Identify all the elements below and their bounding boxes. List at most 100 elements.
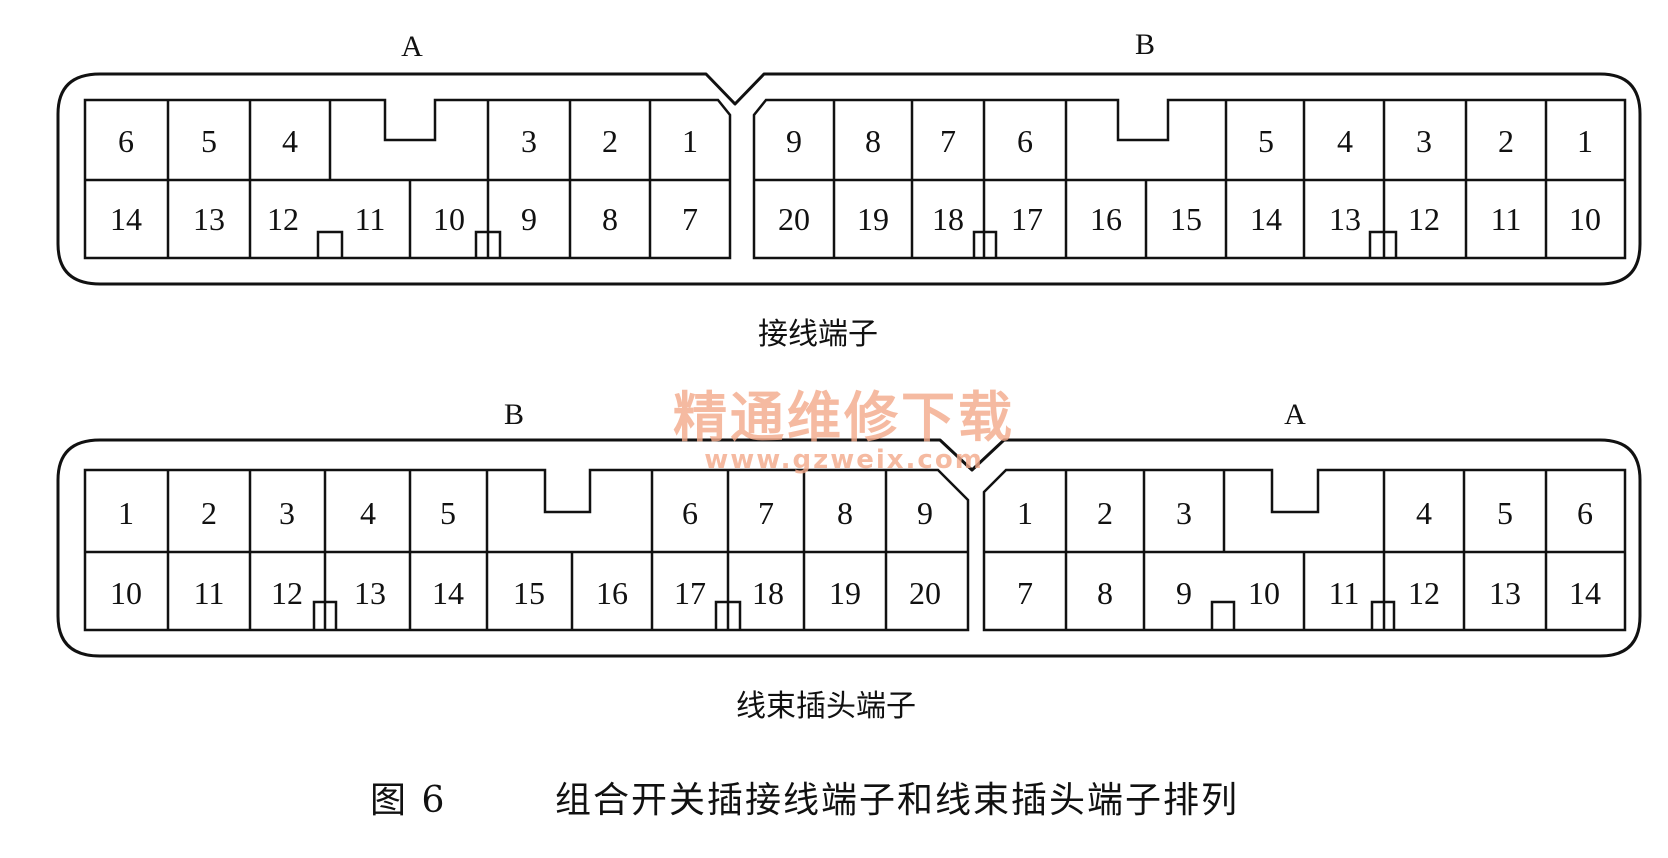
pin-number: 9 [786,123,802,159]
bottom-b-key-notch-1 [312,600,338,630]
top-a-key-notch-1 [316,230,344,258]
watermark-url: www.gzweix.com [704,445,984,475]
pin-number: 11 [194,575,225,611]
top-right-label: B [1135,28,1155,61]
pin-number: 1 [682,123,698,159]
pin-number: 17 [1011,201,1043,237]
top-b-key-notch-1 [972,230,998,258]
pin-number: 8 [865,123,881,159]
top-b-key-notch-2 [1368,230,1398,258]
pin-number: 19 [857,201,889,237]
pin-number: 19 [829,575,861,611]
pin-number: 3 [1416,123,1432,159]
pin-number: 6 [118,123,134,159]
pin-number: 10 [1248,575,1280,611]
figure-title: 组合开关插接线端子和线束插头端子排列 [555,780,1239,821]
pin-number: 7 [1017,575,1033,611]
pin-number: 7 [682,201,698,237]
pin-number: 11 [1329,575,1360,611]
bottom-connector-caption: 线束插头端子 [736,689,916,724]
pin-number: 13 [193,201,225,237]
bottom-a-gridlines [984,470,1625,630]
pin-number: 3 [279,495,295,531]
bottom-a-key-notch-2 [1370,600,1396,630]
pin-number: 14 [1250,201,1282,237]
pin-number: 5 [1497,495,1513,531]
bottom-left-label: B [504,398,524,431]
pin-number: 6 [682,495,698,531]
watermark-text: 精通维修下载 [673,386,1015,449]
pin-number: 20 [909,575,941,611]
pin-number: 7 [758,495,774,531]
pin-number: 11 [355,201,386,237]
top-a-key-notch-2 [474,230,502,258]
pin-number: 4 [282,123,298,159]
pin-number: 10 [1569,201,1601,237]
pin-number: 16 [1090,201,1122,237]
pin-number: 14 [1569,575,1601,611]
pin-number: 14 [432,575,464,611]
pin-number: 16 [596,575,628,611]
pin-number: 2 [602,123,618,159]
pin-number: 8 [837,495,853,531]
bottom-b-outline [83,468,970,632]
pin-number: 18 [932,201,964,237]
pin-number: 20 [778,201,810,237]
pin-number: 8 [602,201,618,237]
pin-number: 12 [1408,201,1440,237]
pin-number: 4 [1416,495,1432,531]
pin-number: 9 [917,495,933,531]
pin-number: 18 [752,575,784,611]
top-b-outline [752,98,1627,260]
pin-number: 9 [1176,575,1192,611]
bottom-connector-housing [56,438,1642,658]
pin-number: 3 [1176,495,1192,531]
top-connector-caption: 接线端子 [758,317,878,352]
pin-number: 2 [1498,123,1514,159]
pin-number: 2 [201,495,217,531]
pin-number: 12 [267,201,299,237]
top-a-outline [83,98,732,260]
pin-number: 10 [110,575,142,611]
bottom-b-gridlines [85,470,968,630]
top-connector-housing [56,72,1642,286]
pin-number: 1 [1577,123,1593,159]
pin-number: 13 [1329,201,1361,237]
pin-number: 9 [521,201,537,237]
pin-number: 11 [1491,201,1522,237]
pin-number: 5 [440,495,456,531]
pin-number: 12 [1408,575,1440,611]
pin-number: 5 [201,123,217,159]
bottom-a-outline [982,468,1627,632]
pin-number: 5 [1258,123,1274,159]
pin-number: 1 [118,495,134,531]
pin-number: 17 [674,575,706,611]
watermark: 精通维修下载 www.gzweix.com [673,386,1015,475]
figure-number: 图 6 [370,780,446,821]
pin-number: 7 [940,123,956,159]
top-left-label: A [401,30,423,63]
top-a-gridlines [85,100,730,258]
pin-number: 15 [1170,201,1202,237]
pin-number: 2 [1097,495,1113,531]
pin-number: 1 [1017,495,1033,531]
pin-number: 13 [1489,575,1521,611]
bottom-right-label: A [1284,398,1306,431]
pin-number: 6 [1577,495,1593,531]
bottom-b-key-notch-2 [714,600,742,630]
pin-number: 4 [1337,123,1353,159]
pin-number: 15 [513,575,545,611]
pin-number: 13 [354,575,386,611]
pin-number: 6 [1017,123,1033,159]
pin-number: 10 [433,201,465,237]
pin-number: 12 [271,575,303,611]
pin-number: 4 [360,495,376,531]
pin-number: 14 [110,201,142,237]
